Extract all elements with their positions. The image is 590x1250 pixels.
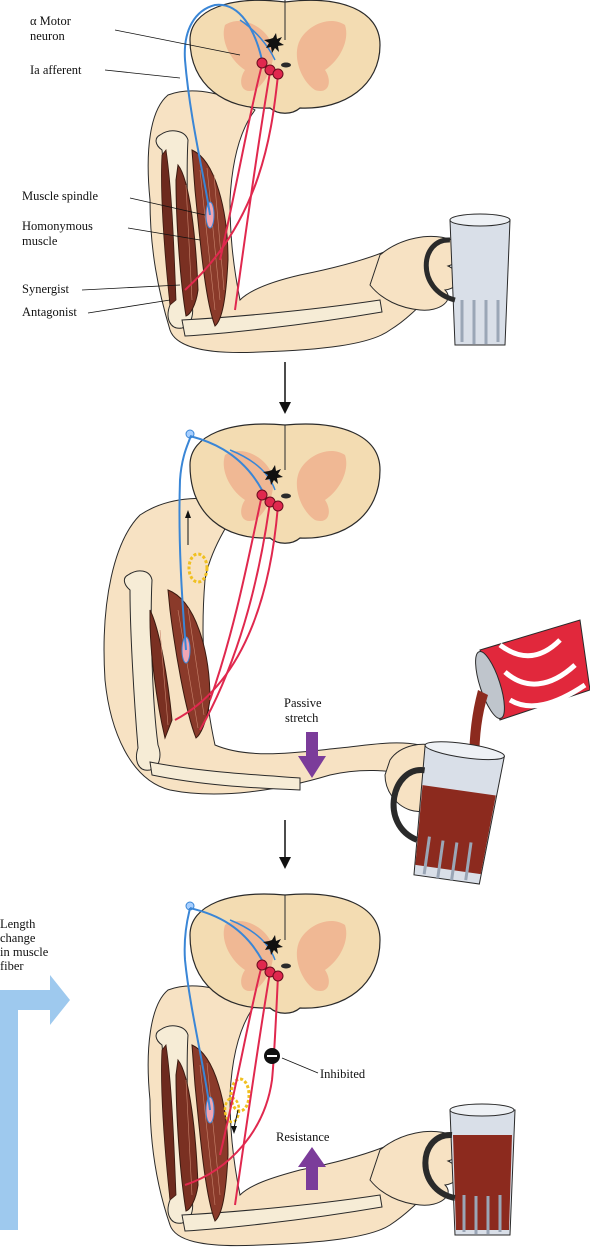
- panel-resting: α Motor neuron Ia afferent Muscle spindl…: [22, 0, 510, 353]
- label-inhibited: Inhibited: [320, 1067, 366, 1081]
- length-change-arrow: [0, 975, 70, 1230]
- length-change-indicator: Length change in muscle fiber: [0, 917, 70, 1230]
- label-muscle-spindle: Muscle spindle: [22, 189, 98, 203]
- sequence-arrow-2: [279, 820, 291, 869]
- spinal-cord: [190, 894, 380, 1013]
- label-homonymous-line1: Homonymous: [22, 219, 93, 233]
- spinal-cord: [190, 0, 380, 113]
- panel-passive-stretch: Passive stretch: [104, 424, 590, 885]
- label-alpha-motor-line2: neuron: [30, 29, 65, 43]
- spinal-cord: [190, 424, 380, 543]
- panel-reflex-resistance: Inhibited Resistance: [148, 894, 515, 1246]
- label-length-line3: in muscle: [0, 945, 49, 959]
- sequence-arrow-1: [279, 362, 291, 414]
- label-alpha-motor-line1: α Motor: [30, 14, 72, 28]
- label-length-line1: Length: [0, 917, 36, 931]
- label-resistance: Resistance: [276, 1130, 330, 1144]
- label-ia-afferent: Ia afferent: [30, 63, 82, 77]
- label-length-line2: change: [0, 931, 36, 945]
- label-passive-line2: stretch: [285, 711, 319, 725]
- label-homonymous-line2: muscle: [22, 234, 58, 248]
- label-length-line4: fiber: [0, 959, 24, 973]
- soda-can: [470, 620, 590, 721]
- label-passive-line1: Passive: [284, 696, 322, 710]
- label-synergist: Synergist: [22, 282, 70, 296]
- label-antagonist: Antagonist: [22, 305, 77, 319]
